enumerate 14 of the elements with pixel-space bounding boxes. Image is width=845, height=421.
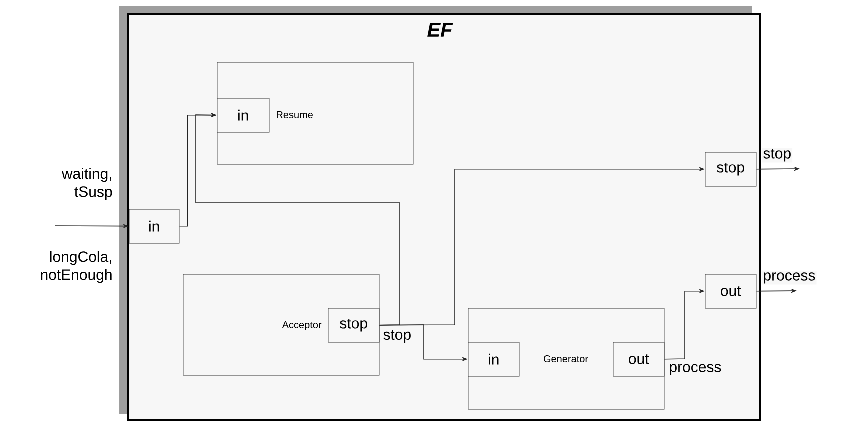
- port-box: in: [468, 342, 520, 377]
- edge-label: stop: [762, 148, 793, 163]
- port-box: in: [129, 209, 180, 244]
- signal-label: waiting, tSusp: [62, 168, 112, 200]
- port-box: stop: [705, 152, 757, 187]
- port-box: in: [217, 98, 270, 133]
- signal-label: longCola, notEnough: [41, 251, 112, 284]
- arrow: [196, 112, 400, 326]
- edge-label: process: [668, 363, 723, 376]
- port-box: out: [613, 342, 665, 377]
- edge-label: process: [762, 272, 817, 285]
- edge-label: stop: [382, 329, 413, 344]
- port-box: stop: [328, 308, 380, 343]
- port-box: out: [705, 274, 757, 309]
